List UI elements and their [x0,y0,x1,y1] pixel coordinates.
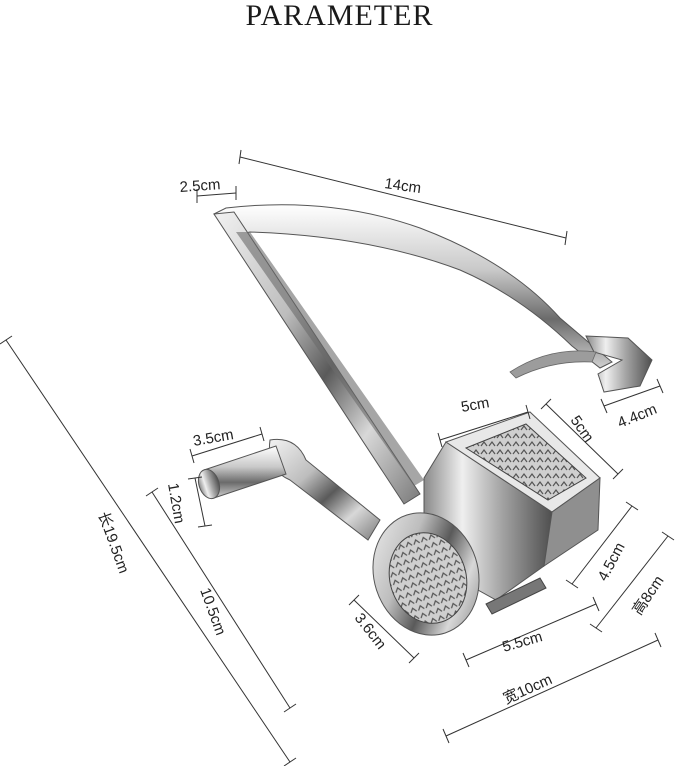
page-title: PARAMETER [245,0,434,32]
handle-lip [509,350,597,379]
grater-box-hopper [464,423,587,501]
dimension-lines [0,149,675,766]
crank-knob [197,445,287,500]
long-arm [213,211,421,505]
long-arm-inner [236,232,424,486]
grater-illustration [197,204,653,636]
dim-box-top-width: 5cm [460,394,491,416]
dim-drum-diameter: 3.6cm [351,610,390,653]
dim-handle-end: 4.4cm [615,401,659,432]
dim-base-length: 5.5cm [500,628,544,656]
handle-end [585,335,653,393]
crank-handle [268,438,381,541]
dim-knob-diameter: 1.2cm [164,482,188,525]
top-handle [213,204,613,369]
dim-crank-knob: 3.5cm [192,426,235,450]
dim-box-height: 4.5cm [595,540,629,584]
dim-total-height: 高8cm [629,573,667,618]
grater-drum [372,512,480,636]
grater-box-side [543,477,601,568]
dim-handle-tip: 2.5cm [179,176,221,196]
base-rod [485,577,547,615]
dim-handle-length: 14cm [383,175,422,197]
dim-total-width: 宽10cm [501,671,555,708]
